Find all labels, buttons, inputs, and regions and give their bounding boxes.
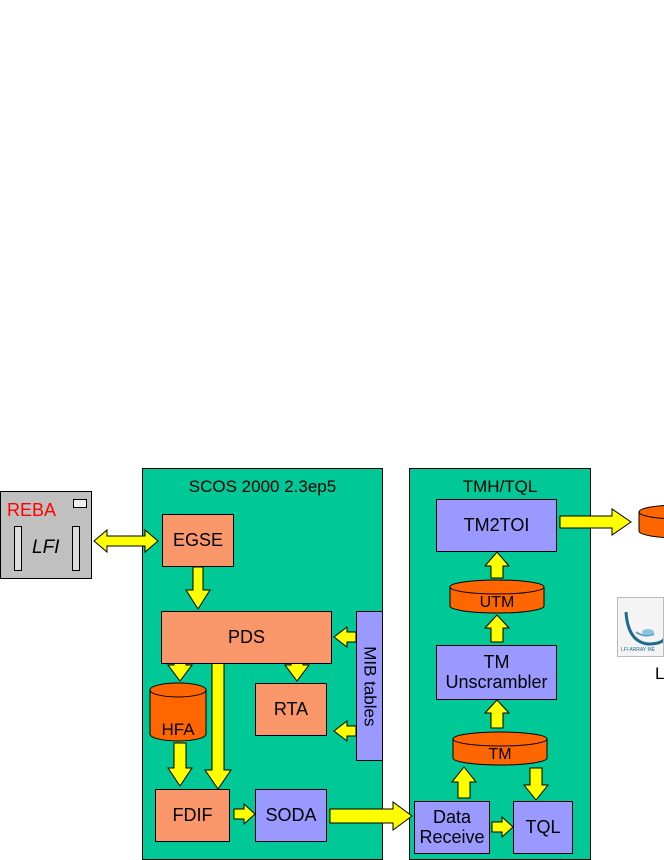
tm-label: TM xyxy=(488,746,511,763)
pds-box: PDS xyxy=(161,611,332,664)
egse-box: EGSE xyxy=(162,514,234,567)
data-receive-box: Data Receive xyxy=(414,801,490,854)
tm-unscrambler-line1: TM xyxy=(483,651,510,672)
arrow-unscrambler-utm xyxy=(483,614,511,643)
logo-letter: L xyxy=(655,664,664,683)
utm-label: UTM xyxy=(480,594,515,611)
fdif-box: FDIF xyxy=(155,789,230,842)
output-database xyxy=(638,505,664,538)
reba-instrument: LFI xyxy=(32,537,60,558)
arrow-fdif-soda xyxy=(233,802,256,826)
arrow-soda-datareceive xyxy=(329,801,413,831)
arrow-utm-tm2toi xyxy=(483,551,511,579)
tm-unscrambler-line2: Unscrambler xyxy=(445,671,548,692)
data-receive-line1: Data xyxy=(432,806,472,827)
tmh-title: TMH/TQL xyxy=(462,477,538,496)
tm-unscrambler-box: TM Unscrambler xyxy=(436,645,557,700)
arrow-mib-rta xyxy=(333,719,357,743)
tql-box: TQL xyxy=(513,801,573,854)
tm2toi-box: TM2TOI xyxy=(436,499,557,552)
lfi-logo-mark xyxy=(624,611,663,646)
reba-device: REBA LFI xyxy=(0,491,92,579)
arrow-datareceive-tql xyxy=(491,815,514,839)
reba-title: REBA xyxy=(7,500,57,520)
lfi-logo: LFI ARRAY ME xyxy=(617,597,664,657)
lfi-logo-caption: LFI ARRAY ME xyxy=(621,647,655,653)
mib-tables-label: MIB tables xyxy=(360,645,380,727)
rta-box: RTA xyxy=(255,683,327,736)
hfa-label: HFA xyxy=(161,720,195,739)
keyboard-icon xyxy=(73,499,87,508)
mib-tables-box: MIB tables xyxy=(356,611,383,761)
hfa-database xyxy=(149,682,207,742)
arrow-tm-unscrambler xyxy=(483,699,511,729)
arrow-mib-pds xyxy=(333,625,357,649)
scos-title: SCOS 2000 2.3ep5 xyxy=(188,477,337,496)
arrow-hfa-fdif xyxy=(167,742,193,787)
arrow-reba-egse xyxy=(93,528,159,554)
soda-box: SODA xyxy=(255,789,327,842)
utm-database xyxy=(449,579,545,614)
reba-slot-right xyxy=(72,526,80,571)
data-receive-line2: Receive xyxy=(419,826,485,847)
arrow-datareceive-tm xyxy=(450,766,478,799)
arrow-egse-pds xyxy=(185,566,211,610)
arrow-tm2toi-out xyxy=(559,508,632,536)
arrow-tm-tql xyxy=(522,767,550,801)
reba-slot-left xyxy=(14,526,22,571)
tm-database xyxy=(452,731,548,766)
